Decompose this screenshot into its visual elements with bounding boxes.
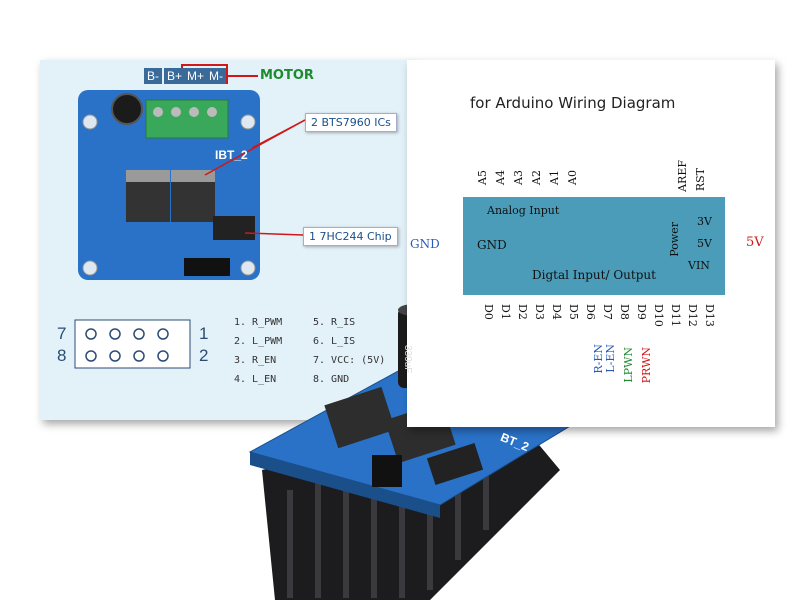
pin-a2: A2	[530, 170, 543, 185]
pin-d3: D3	[533, 304, 546, 320]
pin-d1: D1	[499, 304, 512, 320]
pin-3: 3. R_EN	[234, 355, 277, 366]
analog-input-label: Analog Input	[487, 204, 560, 217]
pin-a1: A1	[548, 170, 561, 185]
pin-d4: D4	[550, 304, 563, 320]
motor-label: MOTOR	[260, 68, 314, 83]
terminal-label-m-plus: M+	[184, 68, 208, 84]
gnd-outer-label: GND	[410, 237, 440, 251]
power-label: Power	[668, 222, 681, 257]
pin-rst: RST	[694, 168, 707, 192]
five-v-outer-label: 5V	[746, 235, 764, 250]
pin-2: 2. L_PWM	[234, 336, 283, 347]
pin-5: 5. R_IS	[313, 317, 356, 328]
pin-d10: D10	[652, 304, 665, 327]
header-num-top-right: 1	[199, 324, 209, 343]
pin-5v: 5V	[697, 237, 712, 250]
pin-d11: D11	[669, 304, 682, 327]
conn-prwn: PRWN	[640, 347, 653, 384]
pin-d2: D2	[516, 304, 529, 320]
callout-chip: 1 7HC244 Chip	[303, 227, 398, 246]
arduino-board	[463, 197, 725, 295]
pin-a4: A4	[494, 170, 507, 185]
pin-list-left: 1. R_PWM 2. L_PWM 3. R_EN 4. L_EN	[234, 313, 282, 389]
pin-d9: D9	[635, 304, 648, 320]
pin-a0: A0	[566, 170, 579, 185]
board-label: IBT_2	[215, 148, 248, 162]
digital-io-label: Digtal Input/ Output	[532, 268, 656, 282]
terminal-label-b-plus: B+	[164, 68, 186, 84]
pin-1: 1. R_PWM	[234, 317, 283, 328]
header-num-bottom-left: 8	[57, 346, 67, 365]
pin-8: 8. GND	[313, 374, 350, 385]
pin-6: 6. L_IS	[313, 336, 356, 347]
pin-list-right: 5. R_IS 6. L_IS 7. VCC: (5V) 8. GND	[313, 313, 385, 389]
pin-vin: VIN	[688, 259, 710, 272]
pin-a3: A3	[512, 170, 525, 185]
pin-7: 7. VCC: (5V)	[313, 355, 386, 366]
header-num-top-left: 7	[57, 324, 67, 343]
conn-lpwn: LPWN	[622, 347, 635, 383]
pin-d13: D13	[703, 304, 716, 327]
capacitor-label: 330uF	[402, 345, 413, 374]
pin-d7: D7	[601, 304, 614, 320]
conn-l-en: L-EN	[604, 344, 617, 373]
pin-d6: D6	[584, 304, 597, 320]
pin-d5: D5	[567, 304, 580, 320]
pin-d8: D8	[618, 304, 631, 320]
diagram-title: for Arduino Wiring Diagram	[470, 94, 676, 112]
pin-a5: A5	[476, 170, 489, 185]
photo-board-label: BT_2	[498, 430, 531, 454]
pin-d0: D0	[482, 304, 495, 320]
pin-aref: AREF	[676, 160, 689, 192]
header-num-bottom-right: 2	[199, 346, 209, 365]
pin-d12: D12	[686, 304, 699, 327]
gnd-inner-label: GND	[477, 238, 507, 252]
terminal-label-m-minus: M-	[206, 68, 226, 84]
pin-3v: 3V	[697, 215, 712, 228]
callout-ics: 2 BTS7960 ICs	[305, 113, 397, 132]
pin-4: 4. L_EN	[234, 374, 277, 385]
terminal-label-b-minus: B-	[144, 68, 162, 84]
